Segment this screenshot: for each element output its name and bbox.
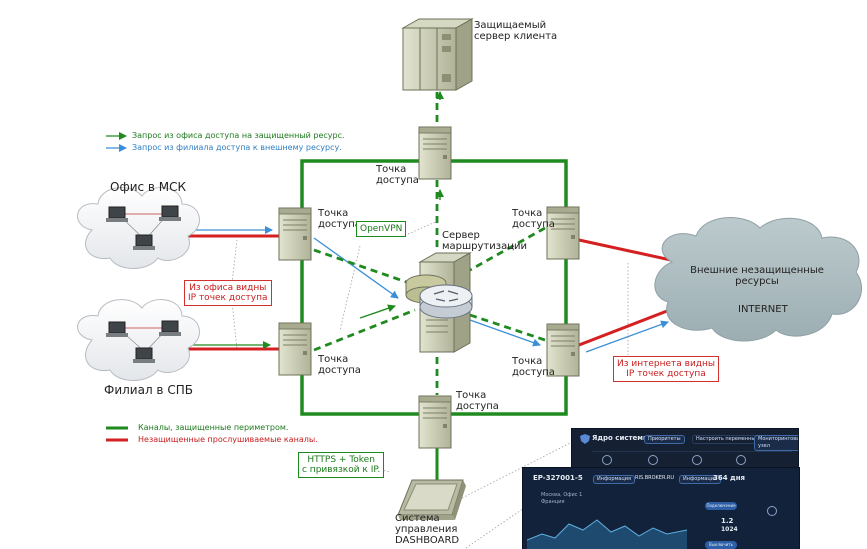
ap-bottom-label: Точка доступа xyxy=(456,390,499,412)
ap-left-top-label: Точка доступа xyxy=(318,208,361,230)
ap-top-icon xyxy=(418,126,452,180)
ap-left-bottom-icon xyxy=(278,322,312,376)
ap-left-bottom-label: Точка доступа xyxy=(318,354,361,376)
back-title: Ядро системы xyxy=(592,434,650,442)
legend-green-request: Запрос из офиса доступа на защищенный ре… xyxy=(132,131,345,140)
ap-bottom-icon xyxy=(418,395,452,449)
shield-icon xyxy=(580,434,590,444)
protected-server-icon xyxy=(401,18,474,91)
branch-spb-label: Филиал в СПБ xyxy=(104,383,193,397)
internet-cloud-label: Внешние незащищенные ресурсы xyxy=(690,265,824,287)
front-connect-button[interactable]: Подключение xyxy=(705,502,737,510)
protected-server-label: Защищаемый сервер клиента xyxy=(474,20,558,42)
ap-top-label: Точка доступа xyxy=(376,164,419,186)
legend-blue-request: Запрос из филиала доступа к внешнему рес… xyxy=(132,143,342,152)
legend-green-channel: Каналы, защищенные периметром. xyxy=(138,423,289,432)
front-chip-1[interactable]: Информация xyxy=(593,475,636,484)
back-button-2[interactable]: Настроить переменные xyxy=(692,435,763,444)
internet-ips-callout: Из интернета видны IP точек доступа xyxy=(613,356,720,382)
ap-right-top-label: Точка доступа xyxy=(512,208,555,230)
front-title: EP-327001-5 xyxy=(533,474,583,482)
front-list-2: Франция xyxy=(541,499,565,505)
front-chip-3[interactable]: Информация xyxy=(679,475,722,484)
tunnels xyxy=(313,92,546,395)
ap-right-bottom-label: Точка доступа xyxy=(512,356,555,378)
https-token-callout: HTTPS + Token с привязкой к IP. xyxy=(298,452,385,478)
office-msk-label: Офис в МСК xyxy=(110,180,187,194)
dashboard-device-icon xyxy=(397,479,466,520)
status-icon xyxy=(602,455,612,465)
front-value-2: 1024 xyxy=(721,526,738,533)
dashboard-screenshot-front: EP-327001-5 Информация RIS.BROKER.RU Инф… xyxy=(522,467,800,549)
status-icon xyxy=(736,455,746,465)
internet-label: INTERNET xyxy=(738,304,788,315)
legend-lines xyxy=(106,132,128,442)
insecure-channels xyxy=(180,234,681,351)
status-icon xyxy=(648,455,658,465)
legend-red-channel: Незащищенные прослушиваемые каналы. xyxy=(138,435,318,444)
front-chip-2: RIS.BROKER.RU xyxy=(635,475,675,481)
routing-server-icon xyxy=(405,252,473,353)
status-icon xyxy=(692,455,702,465)
ap-left-top-icon xyxy=(278,207,312,261)
back-button-3[interactable]: Мониторинговый узел xyxy=(754,435,798,451)
traffic-chart xyxy=(527,519,687,549)
front-value-1: 1.2 xyxy=(721,517,734,525)
front-off-button[interactable]: Выключить xyxy=(705,541,737,549)
front-list-1: Москва, Офис 1 xyxy=(541,492,583,498)
settings-icon[interactable] xyxy=(767,506,777,516)
office-msk-cloud xyxy=(77,187,200,269)
routing-server-label: Сервер маршрутизации xyxy=(442,230,528,252)
branch-spb-cloud xyxy=(77,299,200,381)
office-ips-callout: Из офиса видны IP точек доступа xyxy=(184,280,272,306)
front-days: 364 дня xyxy=(713,474,746,482)
back-button-1[interactable]: Приоритеты xyxy=(644,435,685,444)
openvpn-callout: OpenVPN xyxy=(356,221,407,237)
dashboard-label: Система управления DASHBOARD xyxy=(395,513,460,546)
internet-cloud xyxy=(654,217,862,342)
